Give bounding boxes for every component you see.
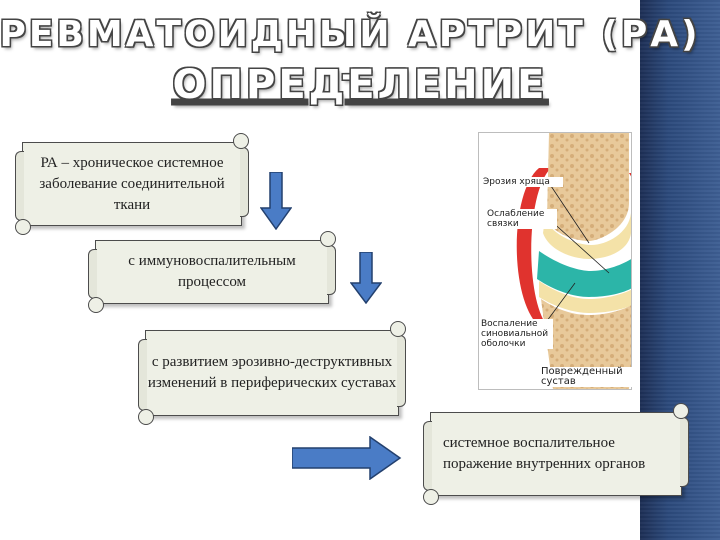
down-arrow-icon [260, 172, 292, 230]
down-arrow-icon [350, 252, 382, 304]
joint-caption: Поврежденный сустав [541, 367, 633, 387]
label-ligament: Ослабление связки [487, 209, 557, 229]
definition-scroll-2: с иммуновоспалительным процессом [88, 231, 336, 313]
page-title-line2: ОПРЕДЕЛЕНИЕ [172, 62, 548, 108]
definition-text-2: с иммуновоспалительным процессом [128, 253, 296, 290]
label-erosion: Эрозия хряща [483, 177, 563, 187]
definition-scroll-1: РА – хроническое системное заболевание с… [15, 133, 249, 235]
definition-text-1: РА – хроническое системное заболевание с… [39, 154, 225, 213]
definition-text-4: системное воспалительное поражение внутр… [443, 435, 646, 472]
label-synovium: Воспаление синовиальной оболочки [481, 319, 553, 349]
page-title-line1: РЕВМАТОИДНЫЙ АРТРИТ (РА) - [0, 14, 701, 96]
right-arrow-icon [292, 436, 402, 480]
definition-text-3: с развитием эрозивно-деструктивных измен… [147, 354, 397, 391]
definition-scroll-3: с развитием эрозивно-деструктивных измен… [138, 321, 406, 425]
definition-scroll-4: системное воспалительное поражение внутр… [423, 403, 689, 505]
damaged-joint-illustration: Эрозия хряща Ослабление связки Воспалени… [478, 132, 633, 390]
